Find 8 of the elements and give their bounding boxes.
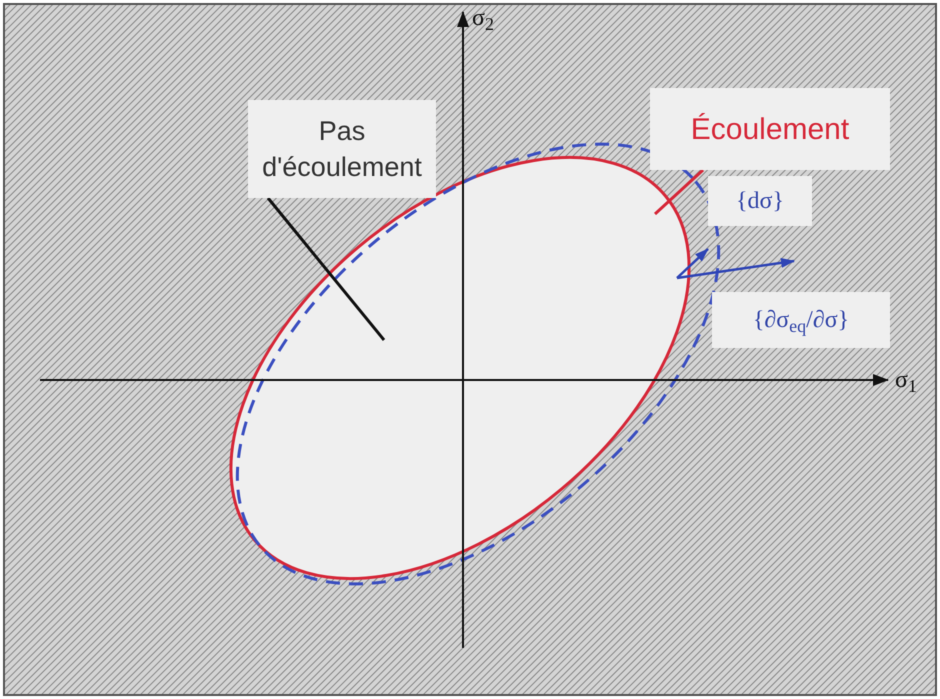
- leader-line: [266, 197, 386, 341]
- curve-label: Écoulement: [650, 88, 890, 170]
- vector-label: {∂σ$_{eq}$/∂σ}: [712, 292, 890, 348]
- axis-label: σ$_{2}$: [472, 6, 494, 30]
- leader-line: [654, 168, 704, 216]
- axis-label: σ$_{1}$: [895, 368, 917, 392]
- region-label: Pas d'écoulement: [248, 100, 436, 198]
- vector-label: {dσ}: [708, 176, 812, 226]
